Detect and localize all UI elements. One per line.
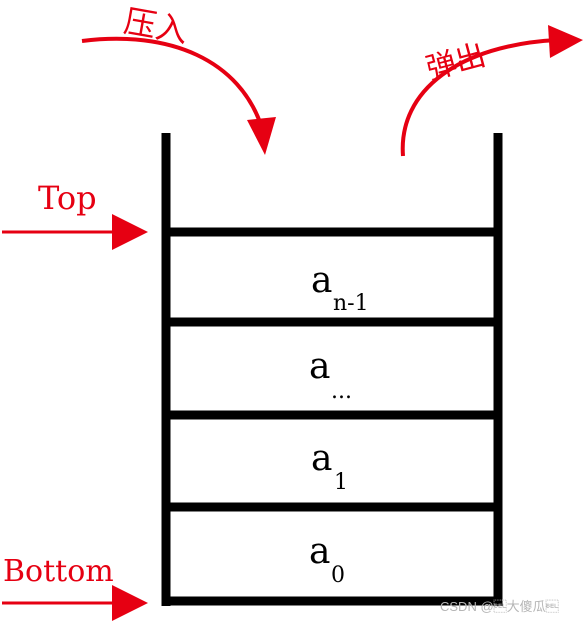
top-label: Top — [38, 179, 97, 217]
stack-element-a1: a 1 — [311, 438, 348, 495]
watermark: CSDN @大傻瓜 — [440, 599, 559, 614]
top-arrow-head — [112, 214, 148, 250]
element-base: a — [309, 531, 330, 572]
stack-container — [161, 133, 503, 606]
pop-arrow: 弹出 — [400, 25, 583, 157]
element-subscript: ... — [331, 379, 352, 404]
element-base: a — [311, 438, 332, 479]
pop-label: 弹出 — [422, 38, 489, 87]
pop-arrow-head — [548, 25, 583, 58]
push-arrow: 压入 — [81, 2, 276, 155]
stack-element-an-1: a n-1 — [311, 260, 369, 316]
element-subscript: 1 — [334, 470, 348, 495]
pop-arrow-curve — [400, 38, 558, 157]
push-arrow-head — [247, 117, 276, 155]
bottom-label: Bottom — [3, 554, 114, 589]
bottom-pointer: Bottom — [2, 554, 148, 621]
stack-element-a-ellipsis: a ... — [309, 346, 352, 404]
bottom-arrow-head — [112, 585, 148, 621]
element-subscript: 0 — [331, 563, 345, 588]
push-label: 压入 — [121, 2, 191, 51]
push-arrow-curve — [81, 36, 264, 129]
element-base: a — [309, 346, 330, 387]
top-pointer: Top — [2, 179, 148, 250]
element-base: a — [311, 260, 332, 301]
stack-element-a0: a 0 — [309, 531, 345, 588]
element-subscript: n-1 — [333, 291, 369, 316]
